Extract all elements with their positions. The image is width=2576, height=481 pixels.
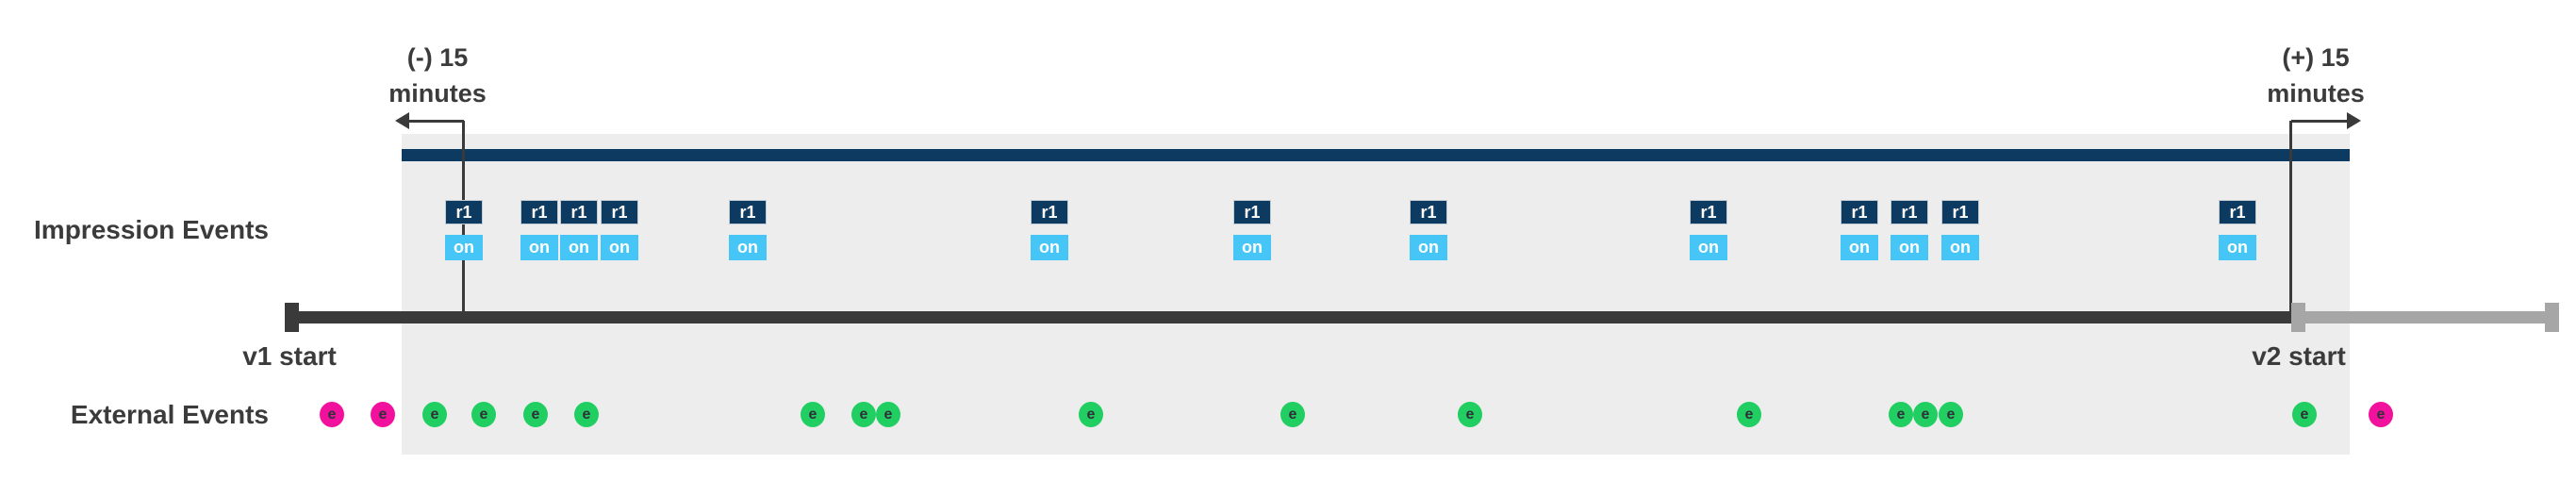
impression-on-badge: on <box>1031 235 1068 260</box>
external-event-dot-green: e <box>2292 402 2317 427</box>
arrow-right-icon <box>2347 112 2361 129</box>
v2-end-cap <box>2545 303 2559 332</box>
impression-on-badge: on <box>1941 235 1979 260</box>
external-event-dot-green: e <box>1079 402 1103 427</box>
plus-15-line1: (+) 15 <box>2282 43 2350 72</box>
impression-r1-badge: r1 <box>1941 200 1979 224</box>
impression-on-badge: on <box>1233 235 1271 260</box>
impression-on-badge: on <box>1891 235 1928 260</box>
impression-event: r1 on <box>601 200 638 260</box>
external-event-dot-green: e <box>851 402 876 427</box>
impression-r1-badge: r1 <box>1690 200 1727 224</box>
impression-event: r1 on <box>445 200 483 260</box>
external-event-dot-pink: e <box>2369 402 2393 427</box>
external-event-dot-green: e <box>1737 402 1761 427</box>
impression-on-badge: on <box>1841 235 1878 260</box>
impression-r1-badge: r1 <box>2219 200 2256 224</box>
minus-15-annotation: (-) 15 minutes <box>334 40 541 111</box>
external-event-dot-green: e <box>471 402 496 427</box>
impression-r1-badge: r1 <box>1410 200 1447 224</box>
impression-on-badge: on <box>729 235 767 260</box>
external-event-dot-green: e <box>422 402 447 427</box>
impression-on-badge: on <box>1410 235 1447 260</box>
v1-start-cap <box>285 303 299 332</box>
external-event-dot-green: e <box>1939 402 1963 427</box>
impression-r1-badge: r1 <box>601 200 638 224</box>
variant-duration-bar <box>402 149 2350 161</box>
timeline-v2-bar <box>2294 311 2547 323</box>
external-event-dot-green: e <box>801 402 825 427</box>
minus-15-arrow-line <box>407 120 464 123</box>
impression-event: r1 on <box>560 200 598 260</box>
plus-15-marker-line <box>2289 121 2292 311</box>
impression-event: r1 on <box>1841 200 1878 260</box>
experiment-window-panel <box>402 134 2350 455</box>
impression-r1-badge: r1 <box>1841 200 1878 224</box>
impression-event: r1 on <box>729 200 767 260</box>
impression-event: r1 on <box>1233 200 1271 260</box>
external-events-row-label: External Events <box>70 400 269 429</box>
plus-15-arrow-line <box>2291 120 2348 123</box>
impression-on-badge: on <box>1690 235 1727 260</box>
external-event-dot-pink: e <box>371 402 395 427</box>
impression-event: r1 on <box>1410 200 1447 260</box>
impression-on-badge: on <box>445 235 483 260</box>
impression-r1-badge: r1 <box>1233 200 1271 224</box>
impression-on-badge: on <box>601 235 638 260</box>
external-event-dot-pink: e <box>320 402 344 427</box>
minus-15-line2: minutes <box>388 79 487 108</box>
plus-15-annotation: (+) 15 minutes <box>2212 40 2419 111</box>
impression-r1-badge: r1 <box>445 200 483 224</box>
v2-start-label: v2 start <box>2252 341 2346 371</box>
external-event-dot-green: e <box>876 402 900 427</box>
plus-15-line2: minutes <box>2267 79 2365 108</box>
external-event-dot-green: e <box>1913 402 1938 427</box>
impression-event: r1 on <box>1941 200 1979 260</box>
arrow-left-icon <box>395 112 409 129</box>
impression-r1-badge: r1 <box>1031 200 1068 224</box>
v2-start-cap <box>2291 303 2305 332</box>
timeline-v1-bar <box>286 311 2294 323</box>
impression-on-badge: on <box>2219 235 2256 260</box>
v1-start-label: v1 start <box>242 341 337 371</box>
impression-on-badge: on <box>520 235 558 260</box>
external-event-dot-green: e <box>1889 402 1913 427</box>
impression-r1-badge: r1 <box>520 200 558 224</box>
external-event-dot-green: e <box>574 402 599 427</box>
external-event-dot-green: e <box>1280 402 1305 427</box>
impression-event: r1 on <box>1891 200 1928 260</box>
external-event-dot-green: e <box>1458 402 1482 427</box>
impression-event: r1 on <box>1690 200 1727 260</box>
impression-r1-badge: r1 <box>729 200 767 224</box>
external-event-dot-green: e <box>523 402 548 427</box>
impression-event: r1 on <box>2219 200 2256 260</box>
impression-r1-badge: r1 <box>1891 200 1928 224</box>
impression-r1-badge: r1 <box>560 200 598 224</box>
minus-15-line1: (-) 15 <box>406 43 469 72</box>
impression-event: r1 on <box>1031 200 1068 260</box>
impression-events-row-label: Impression Events <box>34 215 269 244</box>
impression-on-badge: on <box>560 235 598 260</box>
impression-event: r1 on <box>520 200 558 260</box>
